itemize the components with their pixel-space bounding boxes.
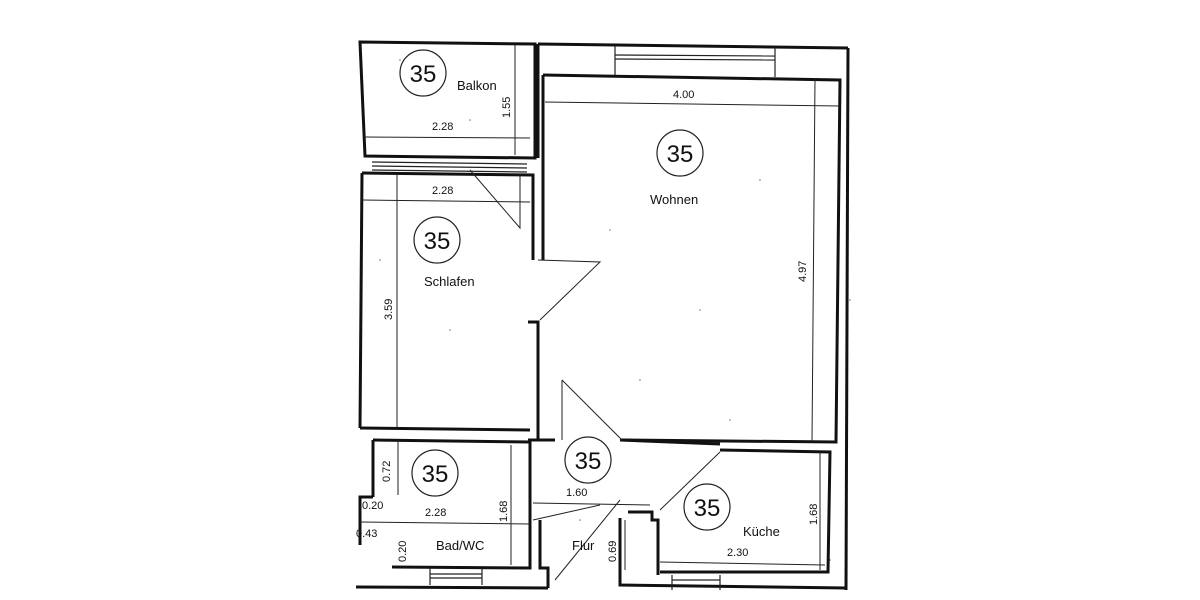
dim-bad-offset-1: 0.20 (362, 500, 383, 512)
walls (355, 40, 850, 591)
door-swings (469, 169, 721, 581)
dim-bad-width: 2.28 (425, 507, 446, 519)
dimension-lines (359, 45, 841, 570)
dim-wohnen-depth: 4.97 (797, 261, 809, 282)
svg-text:35: 35 (410, 61, 437, 88)
svg-text:35: 35 (424, 228, 451, 255)
dim-bad-offset-3: 0.20 (397, 541, 409, 562)
svg-text:35: 35 (575, 448, 602, 475)
badge-schlafen: 35 (413, 216, 461, 264)
dim-balkon-depth: 1.55 (501, 97, 513, 118)
dim-flur-niche: 0.69 (607, 541, 619, 562)
dim-bad-depth: 1.68 (498, 501, 510, 522)
room-label-wohnen: Wohnen (650, 192, 698, 207)
room-label-bad: Bad/WC (436, 538, 484, 553)
scan-noise (379, 59, 851, 561)
dim-bad-niche: 0.72 (381, 461, 393, 482)
dim-schlafen-depth: 3.59 (383, 299, 395, 320)
svg-text:35: 35 (422, 461, 449, 488)
badge-kueche: 35 (683, 483, 731, 531)
dim-balkon-width: 2.28 (432, 121, 453, 133)
dim-kueche-depth: 1.68 (808, 504, 820, 525)
dim-kueche-width: 2.30 (727, 547, 748, 559)
svg-text:35: 35 (667, 141, 694, 168)
room-label-kueche: Küche (743, 524, 780, 539)
room-label-schlafen: Schlafen (424, 274, 475, 289)
dim-flur-width: 1.60 (566, 487, 587, 499)
room-label-balkon: Balkon (457, 78, 497, 93)
dim-schlafen-width: 2.28 (432, 185, 453, 197)
room-label-flur: Flur (572, 538, 595, 553)
badge-balkon: 35 (399, 49, 447, 97)
badge-wohnen: 35 (656, 129, 704, 177)
badge-flur: 35 (564, 436, 612, 484)
badge-bad: 35 (411, 449, 459, 497)
dim-bad-offset-2: 0.43 (356, 528, 377, 540)
svg-text:35: 35 (694, 495, 721, 522)
dim-wohnen-width: 4.00 (673, 89, 694, 101)
